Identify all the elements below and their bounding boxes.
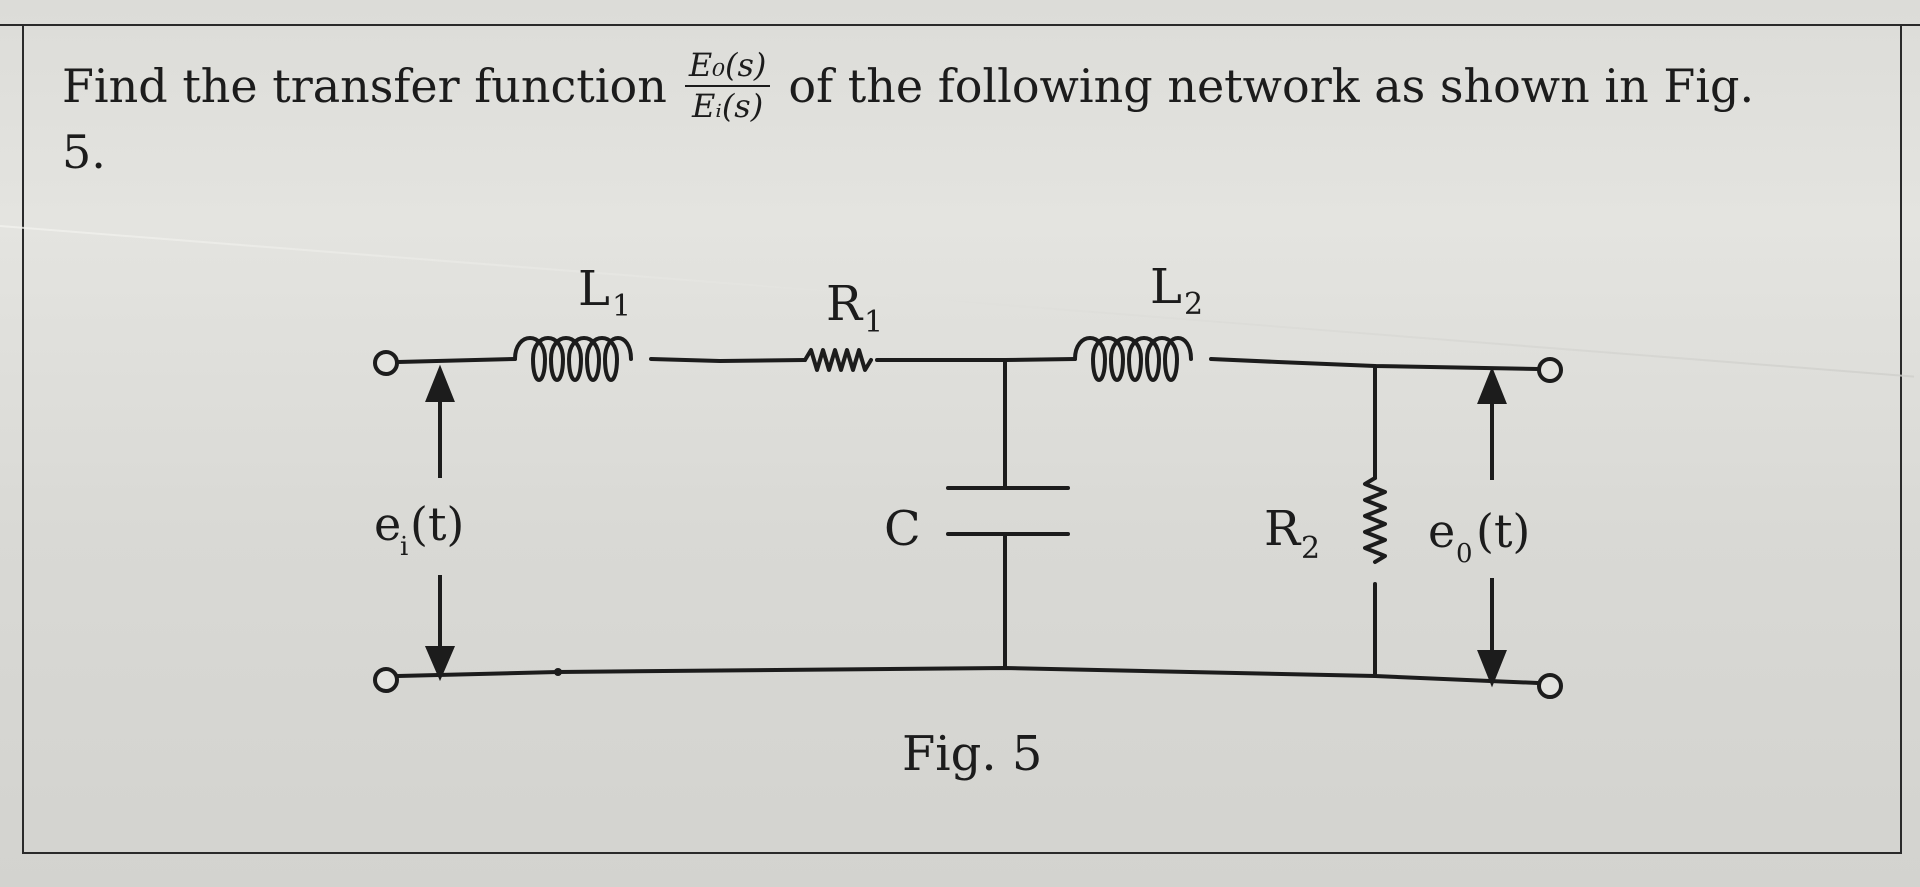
label-r2: R xyxy=(1264,501,1302,557)
wire-r1-to-l2 xyxy=(875,357,1077,362)
label-l2-sub: 2 xyxy=(1184,287,1203,322)
question-prefix: Find the transfer function xyxy=(62,58,667,113)
label-ei: e xyxy=(374,497,401,551)
label-r2-sub: 2 xyxy=(1301,531,1320,566)
question-line-1: Find the transfer function E₀(s) Eᵢ(s) o… xyxy=(62,47,1882,126)
ei-arrow-up-head xyxy=(425,364,455,402)
input-terminal-bottom xyxy=(373,667,399,693)
question-suffix: of the following network as shown in Fig… xyxy=(788,58,1755,113)
transfer-function-fraction: E₀(s) Eᵢ(s) xyxy=(684,47,771,126)
wire-input-to-l1 xyxy=(396,357,517,364)
resistor-r1 xyxy=(803,348,873,372)
fraction-numerator: E₀(s) xyxy=(684,47,771,88)
label-l1-sub: 1 xyxy=(612,289,631,324)
label-eo: e xyxy=(1428,504,1455,558)
label-l2: L xyxy=(1150,259,1182,315)
inductor-l1 xyxy=(513,336,633,382)
label-eo-arg: (t) xyxy=(1476,504,1530,558)
label-ei-sub: i xyxy=(400,532,408,562)
wire-l1-to-r1 xyxy=(649,357,807,363)
label-ei-arg: (t) xyxy=(410,497,464,551)
inductor-l2 xyxy=(1073,336,1193,382)
wire-l2-to-output xyxy=(1209,357,1540,371)
label-eo-sub: 0 xyxy=(1456,539,1473,569)
question-line-2: 5. xyxy=(62,125,106,180)
question-frame xyxy=(22,24,1902,854)
label-c: C xyxy=(884,501,921,557)
label-r1: R xyxy=(826,276,864,332)
label-l1: L xyxy=(578,261,610,317)
fraction-denominator: Eᵢ(s) xyxy=(692,87,764,126)
ground-wire xyxy=(396,666,1540,685)
ei-arrow-down-head xyxy=(424,646,456,682)
ground-dot xyxy=(554,668,562,676)
figure-caption: Fig. 5 xyxy=(902,726,1042,782)
question-text: Find the transfer function E₀(s) Eᵢ(s) o… xyxy=(62,47,1882,187)
eo-arrow-down-head xyxy=(1477,650,1507,688)
output-terminal-bottom xyxy=(1537,673,1563,699)
output-terminal-top xyxy=(1537,357,1563,383)
eo-arrow-up-head xyxy=(1477,366,1507,404)
label-r1-sub: 1 xyxy=(864,305,883,340)
input-terminal-top xyxy=(373,350,399,376)
resistor-r2 xyxy=(1363,476,1387,564)
